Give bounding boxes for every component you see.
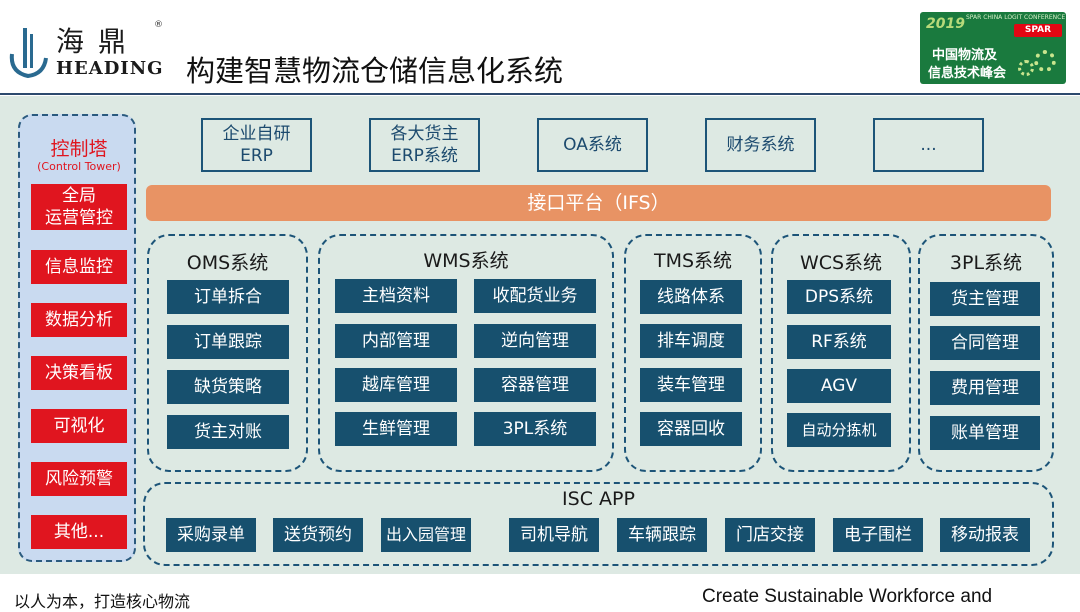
- footer-slogan-en: Create Sustainable Workforce and: [702, 586, 993, 607]
- system-box-erp-inhouse: 企业自研 ERP: [201, 118, 312, 172]
- page-title: 构建智慧物流仓储信息化系统: [186, 54, 564, 88]
- module-box: 缺货策略: [167, 370, 289, 404]
- isc-app-group: ISC APP 采购录单 送货预约 出入园管理 司机导航 车辆跟踪 门店交接 电…: [143, 482, 1054, 566]
- logo-registered-mark: ®: [154, 20, 163, 30]
- gear-icon: [1034, 50, 1056, 72]
- tower-item-dashboard: 决策看板: [31, 356, 127, 390]
- module-box: 内部管理: [335, 324, 457, 358]
- tower-item-info-monitor: 信息监控: [31, 250, 127, 284]
- heading-logo-icon: [9, 28, 48, 79]
- wms-group: WMS系统 主档资料 收配货业务 内部管理 逆向管理 越库管理 容器管理 生鲜管…: [318, 234, 614, 472]
- module-box: DPS系统: [787, 280, 891, 314]
- module-box: 自动分拣机: [787, 413, 891, 447]
- tms-group: TMS系统 线路体系 排车调度 装车管理 容器回收: [624, 234, 762, 472]
- module-box: 装车管理: [640, 368, 742, 402]
- module-box: 线路体系: [640, 280, 742, 314]
- control-tower-subtitle: (Control Tower): [37, 160, 121, 173]
- module-box: 送货预约: [273, 518, 363, 552]
- badge-year: 2019: [926, 16, 965, 32]
- badge-line-1: 中国物流及: [932, 48, 998, 63]
- header-divider: [0, 93, 1080, 95]
- wcs-title: WCS系统: [799, 252, 883, 274]
- module-box: RF系统: [787, 325, 891, 359]
- system-box-owner-erp: 各大货主 ERP系统: [369, 118, 480, 172]
- module-box: 车辆跟踪: [617, 518, 707, 552]
- tower-item-global-ops: 全局 运营管控: [31, 184, 127, 230]
- logo-english-text: HEADING: [56, 58, 164, 79]
- module-box: 越库管理: [335, 368, 457, 402]
- control-tower-panel: 控制塔 (Control Tower) 全局 运营管控 信息监控 数据分析 决策…: [18, 114, 136, 562]
- module-box: AGV: [787, 369, 891, 403]
- module-box: 订单跟踪: [167, 325, 289, 359]
- module-box: 采购录单: [166, 518, 256, 552]
- tower-item-risk-alert: 风险预警: [31, 462, 127, 496]
- module-box: 订单拆合: [167, 280, 289, 314]
- module-box: 出入园管理: [381, 518, 471, 552]
- badge-subtitle: SPAR CHINA LOGIT CONFERENCE: [966, 14, 1066, 21]
- module-box: 电子围栏: [833, 518, 923, 552]
- module-box: 门店交接: [725, 518, 815, 552]
- header: [0, 0, 1080, 94]
- oms-title: OMS系统: [186, 252, 269, 274]
- 3pl-title: 3PL系统: [949, 252, 1023, 274]
- tms-title: TMS系统: [653, 250, 733, 272]
- system-box-more: ...: [873, 118, 984, 172]
- logo-chinese-text: 海鼎: [56, 25, 141, 58]
- spar-logo: SPAR: [1014, 24, 1062, 37]
- tower-item-others: 其他...: [31, 515, 127, 549]
- module-box: 货主管理: [930, 282, 1040, 316]
- conference-badge: 2019 SPAR CHINA LOGIT CONFERENCE SPAR 中国…: [920, 12, 1066, 84]
- gear-icon: [1018, 60, 1034, 76]
- module-box: 主档资料: [335, 279, 457, 313]
- wms-title: WMS系统: [423, 250, 509, 272]
- 3pl-group: 3PL系统 货主管理 合同管理 费用管理 账单管理: [918, 234, 1054, 472]
- module-box: 收配货业务: [474, 279, 596, 313]
- tower-item-data-analysis: 数据分析: [31, 303, 127, 337]
- footer-slogan-cn: 以人为本，打造核心物流: [14, 592, 191, 611]
- module-box: 移动报表: [940, 518, 1030, 552]
- tower-item-visualization: 可视化: [31, 409, 127, 443]
- module-box: 逆向管理: [474, 324, 596, 358]
- oms-group: OMS系统 订单拆合 订单跟踪 缺货策略 货主对账: [147, 234, 308, 472]
- badge-line-2: 信息技术峰会: [928, 66, 1007, 81]
- control-tower-title: 控制塔: [50, 138, 108, 160]
- module-box: 容器管理: [474, 368, 596, 402]
- module-box: 货主对账: [167, 415, 289, 449]
- module-box: 账单管理: [930, 416, 1040, 450]
- module-box: 容器回收: [640, 412, 742, 446]
- module-box: 司机导航: [509, 518, 599, 552]
- module-box: 3PL系统: [474, 412, 596, 446]
- module-box: 排车调度: [640, 324, 742, 358]
- system-box-oa: OA系统: [537, 118, 648, 172]
- module-box: 合同管理: [930, 326, 1040, 360]
- module-box: 生鲜管理: [335, 412, 457, 446]
- interface-platform-bar: 接口平台（IFS）: [146, 185, 1051, 221]
- wcs-group: WCS系统 DPS系统 RF系统 AGV 自动分拣机: [771, 234, 911, 472]
- module-box: 费用管理: [930, 371, 1040, 405]
- system-box-finance: 财务系统: [705, 118, 816, 172]
- isc-app-title: ISC APP: [562, 488, 635, 510]
